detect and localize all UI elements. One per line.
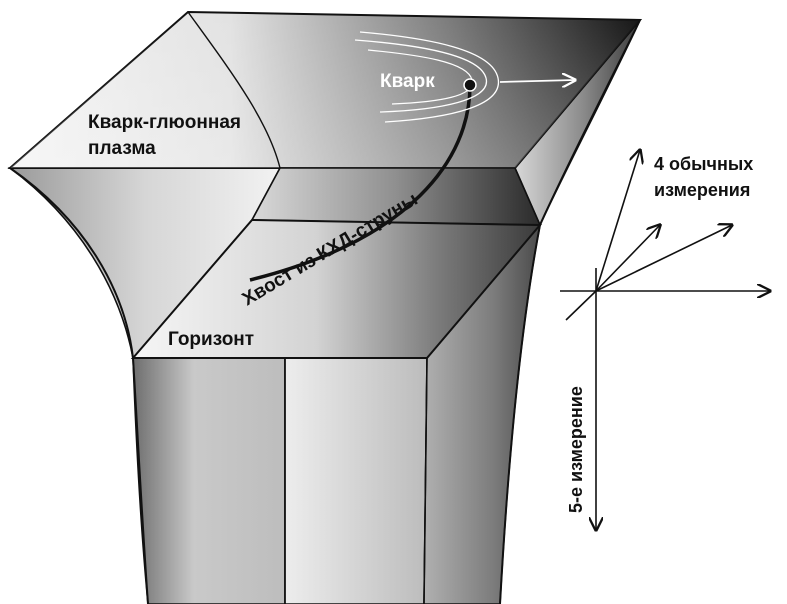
trunk-left — [132, 357, 286, 604]
quark-trail-2 — [359, 31, 499, 123]
plasma-label-line2: плазма — [88, 138, 156, 159]
trunk-middle — [284, 357, 428, 604]
right-edge-curve — [499, 19, 641, 604]
fifth-dim-label: 5-е измерение — [566, 386, 586, 513]
axis-fifth-tail — [565, 290, 597, 321]
quark-trail-1 — [354, 39, 487, 113]
quark-motion-arrow — [499, 80, 575, 82]
dimension-axes — [560, 150, 770, 530]
trunk-divider-2 — [423, 357, 428, 604]
dims-label-line2: измерения — [654, 180, 750, 200]
axis-up-2 — [595, 225, 660, 292]
quark-dot — [463, 78, 477, 92]
horizon-label: Горизонт — [168, 329, 254, 350]
funnel-body — [7, 10, 643, 604]
qcd-string — [249, 31, 575, 282]
dims-label-line1: 4 обычных — [654, 154, 753, 174]
string-tail-curve — [249, 84, 472, 282]
axis-up-1 — [595, 150, 640, 292]
plasma-label-line1: Кварк-глюонная — [88, 112, 241, 133]
quark-label: Кварк — [380, 71, 435, 92]
axis-up-3 — [595, 225, 732, 292]
left-edge-curve — [9, 167, 149, 604]
top-seam — [187, 11, 281, 169]
